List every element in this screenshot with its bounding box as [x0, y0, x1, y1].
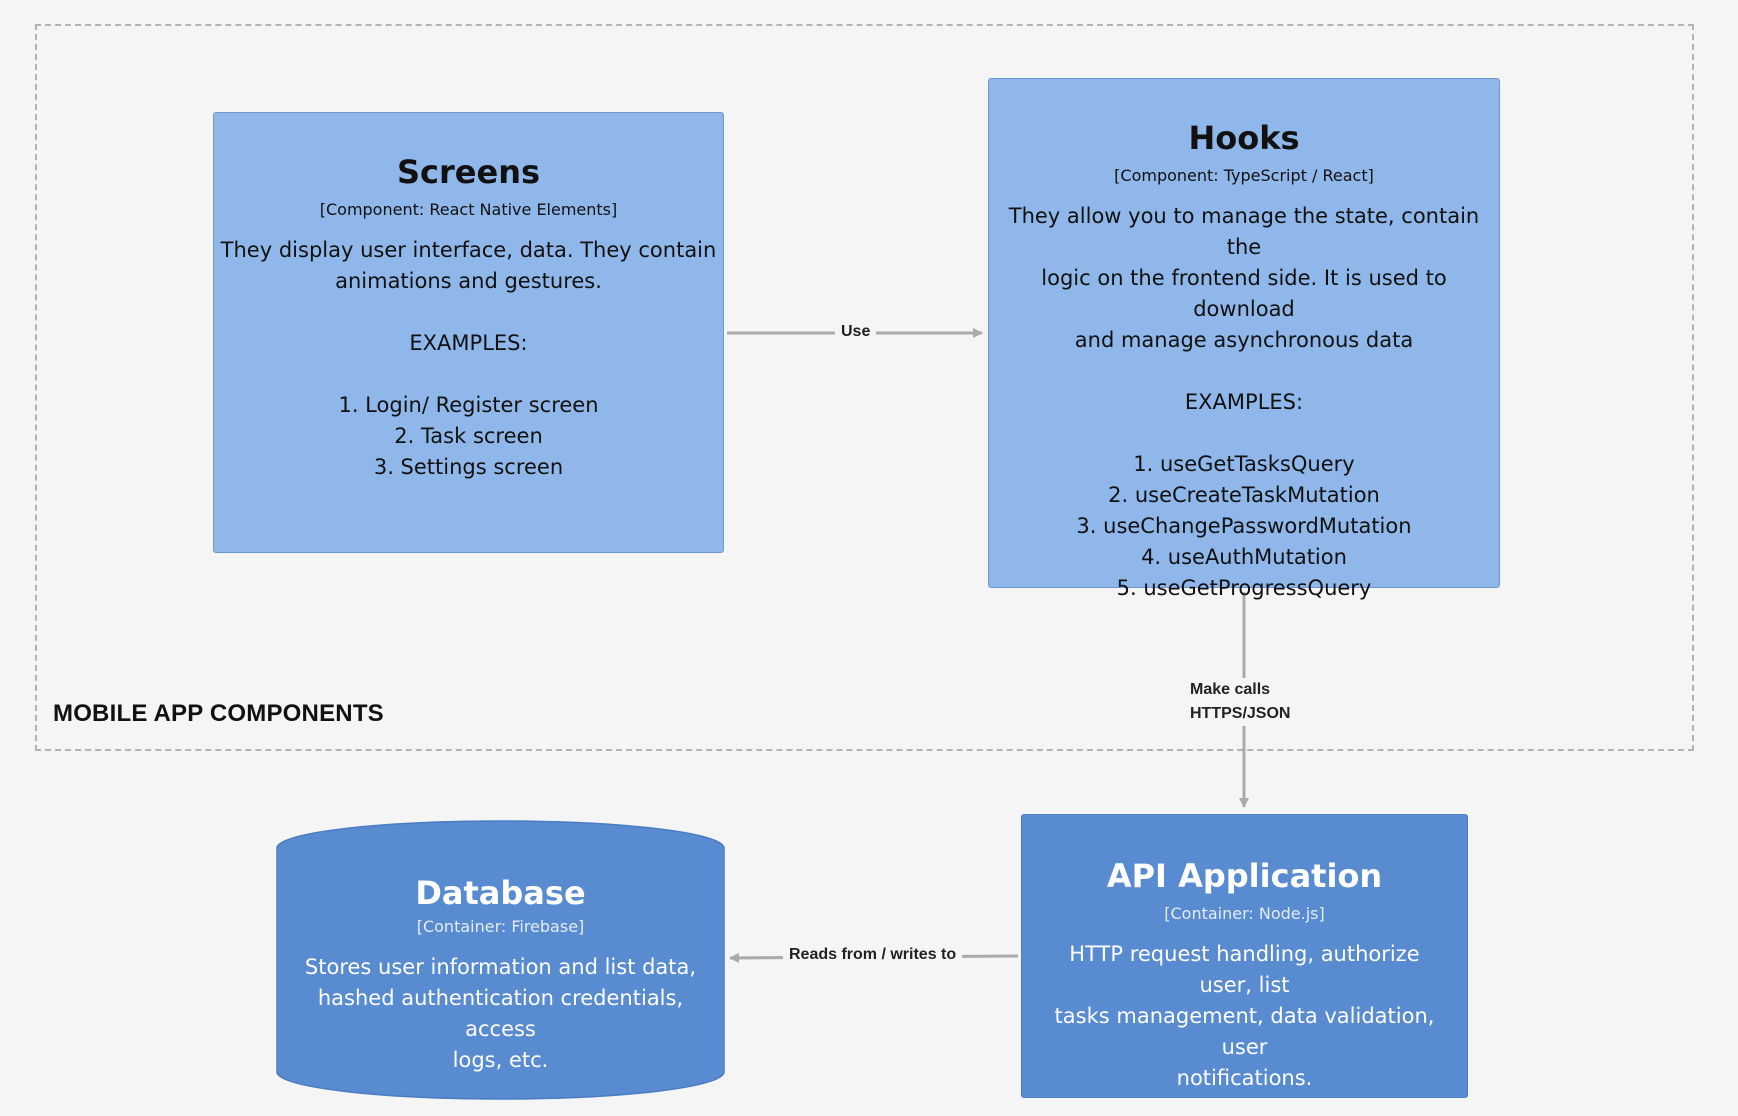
- database-title: Database: [415, 874, 586, 912]
- example-item: 1. useGetTasksQuery: [1133, 452, 1355, 476]
- api-description: HTTP request handling, authorize user, l…: [1054, 942, 1435, 1090]
- api-technology: [Container: Node.js]: [1164, 904, 1325, 923]
- screens-examples-list: 1. Login/ Register screen 2. Task screen…: [338, 390, 598, 483]
- screens-technology: [Component: React Native Elements]: [319, 200, 618, 219]
- protocol-line: HTTPS/JSON: [1190, 705, 1291, 722]
- screens-title: Screens: [396, 153, 541, 191]
- hooks-examples-list: 1. useGetTasksQuery 2. useCreateTaskMuta…: [1076, 449, 1411, 604]
- database-description: Stores user information and list data, h…: [304, 955, 697, 1072]
- mobile-app-boundary: [35, 24, 1694, 751]
- example-item: 2. useCreateTaskMutation: [1108, 483, 1380, 507]
- screens-description: They display user interface, data. They …: [220, 238, 717, 293]
- screens-component[interactable]: Screens [Component: React Native Element…: [213, 112, 724, 553]
- api-title: API Application: [1106, 857, 1383, 895]
- example-item: 5. useGetProgressQuery: [1116, 576, 1372, 600]
- example-item: 4. useAuthMutation: [1141, 545, 1347, 569]
- reads-writes-label: Reads from / writes to: [783, 946, 963, 964]
- example-item: 1. Login/ Register screen: [338, 393, 599, 417]
- database-cylinder-shape: [276, 820, 725, 1100]
- hooks-component[interactable]: Hooks [Component: TypeScript / React] Th…: [988, 78, 1500, 600]
- use-label: Use: [835, 323, 877, 341]
- example-item: 3. Settings screen: [373, 455, 564, 479]
- hooks-description: They allow you to manage the state, cont…: [1008, 204, 1480, 352]
- make-calls-line: Make calls: [1190, 681, 1271, 698]
- example-item: 2. Task screen: [394, 424, 543, 448]
- hooks-examples-label: EXAMPLES:: [1184, 390, 1304, 414]
- hooks-technology: [Component: TypeScript / React]: [1114, 166, 1374, 185]
- example-item: 3. useChangePasswordMutation: [1076, 514, 1412, 538]
- make-calls-label: Make calls HTTPS/JSON: [1190, 678, 1291, 726]
- database-technology: [Container: Firebase]: [416, 917, 585, 936]
- boundary-label: MOBILE APP COMPONENTS: [53, 700, 384, 727]
- api-application-container[interactable]: API Application [Container: Node.js] HTT…: [1021, 814, 1468, 1098]
- screens-examples-label: EXAMPLES:: [409, 331, 528, 355]
- hooks-title: Hooks: [1188, 119, 1300, 157]
- database-container[interactable]: Database [Container: Firebase] Stores us…: [276, 820, 725, 1100]
- database-content: Database [Container: Firebase] Stores us…: [276, 874, 725, 1076]
